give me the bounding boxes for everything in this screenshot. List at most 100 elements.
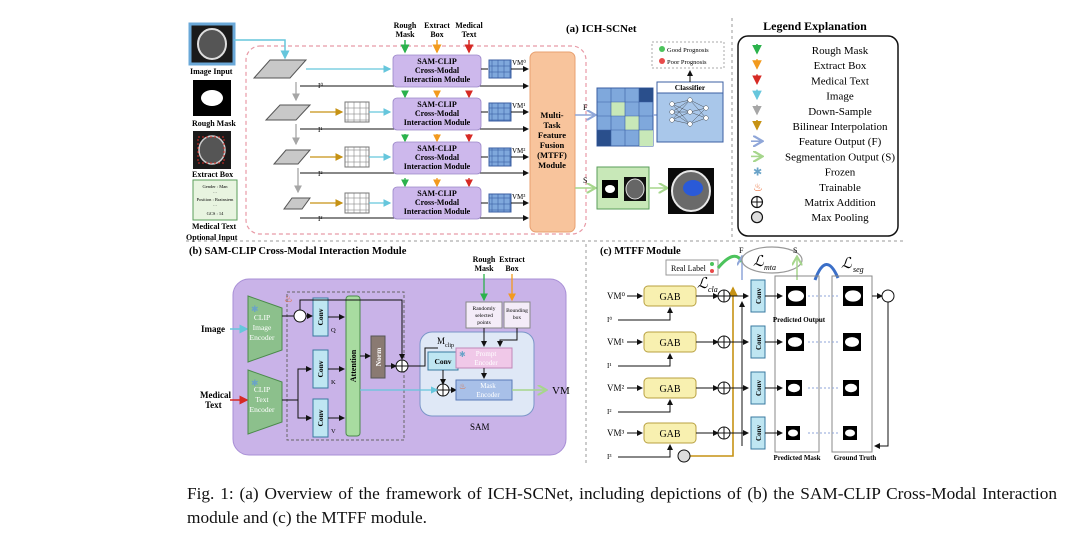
good-prognosis-label: Good Prognosis [667,47,709,54]
flame-icon: ♨ [459,382,466,391]
vm-label-3: VM³ [512,193,525,201]
svg-text:Conv: Conv [316,360,325,377]
panel-c: (c) MTFF Module Real Label ℒ cla F ℒ mta… [600,246,895,463]
snowflake-icon: ✱ [251,304,259,314]
top-input-rough-mask-l1: Rough [394,21,417,30]
svg-text:Image: Image [253,323,272,332]
loss-mta-sub: mta [764,263,776,272]
image-label-b: Image [201,324,225,334]
extract-box-label-b-l1: Extract [499,255,525,264]
figure-caption: Fig. 1: (a) Overview of the framework of… [187,484,1057,527]
clip-text-encoder [247,369,283,435]
extract-box-label: Extract Box [192,170,233,179]
vm-label: VM¹ [607,337,625,347]
snowflake-icon: ✱ [251,378,259,388]
panel-c-title: (c) MTFF Module [600,246,681,257]
svg-text:Text: Text [255,395,269,404]
m-clip-sub: clip [445,343,454,349]
legend-item-label: Trainable [819,182,861,194]
legend-item: Image [752,89,854,103]
extract-box-ct [198,135,226,165]
max-pool-b [293,309,307,323]
svg-text:Conv: Conv [434,357,451,366]
svg-text:Bounding: Bounding [506,308,528,314]
rough-mask-label-b-l1: Rough [473,255,496,264]
loss-mta: ℒ [753,254,765,270]
svg-text:CLIP: CLIP [254,313,270,322]
svg-text:Task: Task [543,120,560,130]
clip-image-encoder [247,295,283,363]
svg-text:Conv: Conv [316,409,325,426]
network-dashed-frame [245,45,587,235]
stage-2: I² SAM-CLIP Cross-Modal Interaction Modu… [272,124,529,178]
svg-text:box: box [513,315,522,321]
i-label: I⁰ [607,316,612,324]
legend-item-label: Extract Box [814,60,867,72]
vm-label-0: VM⁰ [512,59,526,67]
gab-label: GAB [659,429,680,440]
panel-a-title: (a) ICH-SCNet [566,23,637,35]
svg-text:SAM-CLIP: SAM-CLIP [417,57,457,66]
i-label-3: I³ [318,215,322,223]
q-label: Q [331,327,336,334]
text-card-line-4: GCS : 14 [207,211,225,216]
vm-label: VM³ [607,428,625,438]
conv-label: Conv [755,288,763,304]
i-label-1: I¹ [318,126,322,134]
gab-label: GAB [659,292,680,303]
ground-truth-column [831,275,873,453]
legend-item: Matrix Addition [750,195,876,209]
top-input-extract-box-l1: Extract [424,21,450,30]
legend-item-label: Matrix Addition [804,197,876,209]
top-input-medical-text-l1: Medical [455,21,483,30]
conv-label: Conv [755,380,763,396]
norm-block [370,335,386,379]
svg-text:SAM-CLIP: SAM-CLIP [417,100,457,109]
stage-0: I⁰ SAM-CLIP Cross-Modal Interaction Modu… [252,54,529,90]
legend-item: Rough Mask [752,44,869,57]
legend-item: Medical Text [752,74,869,87]
vm-grid-3 [488,193,512,213]
panel-a: (a) ICH-SCNet Image Input Rough Mask Ext… [186,18,733,242]
gab-label: GAB [659,338,680,349]
legend-item-label: Segmentation Output (S) [785,151,895,163]
svg-text:Encoder: Encoder [476,391,500,399]
legend-item-label: Bilinear Interpolation [793,121,888,133]
flame-icon: ♨ [753,182,763,194]
vm-grid-1 [488,102,512,122]
text-card-line-2: Position : Brainstem [197,197,234,202]
image-input-label: Image Input [190,67,233,76]
text-card-line-0: Gender : Man [203,184,229,189]
mtff-module-label: Multi- Task Feature Fusion (MTFF) Module [537,110,567,170]
legend-item: Max Pooling [750,211,869,224]
loss-seg-sub: seg [853,265,864,274]
i-label-2: I² [318,170,322,178]
legend-item: Extract Box [752,59,867,72]
vm-grid-2 [488,147,512,167]
vm-label-1: VM¹ [512,102,525,110]
interp-grid-1 [344,101,370,123]
rough-mask-blob [201,90,223,106]
random-points-box [465,301,503,329]
legend-item-label: Frozen [825,167,856,179]
svg-text:points: points [477,320,490,326]
real-label-text: Real Label [671,264,707,273]
svg-text:SAM-CLIP: SAM-CLIP [417,189,457,198]
legend-box [737,35,899,237]
vm-label: VM² [607,383,625,393]
s-label-c: S [793,246,797,255]
i-label: I¹ [607,362,611,370]
legend-item-label: Max Pooling [811,212,869,224]
legend-item: Feature Output (F) [751,136,882,148]
svg-text:Cross-Modal: Cross-Modal [415,66,460,75]
attention-label: Attention [349,349,358,382]
m-clip-label: M [437,336,445,346]
medical-text-label: Medical Text [192,222,237,231]
top-input-medical-text-l2: Text [462,30,477,39]
rough-mask-label-b-l2: Mask [474,264,494,273]
poor-prognosis-label: Poor Prognosis [667,59,707,66]
legend-item: ♨ Trainable [753,182,861,194]
loss-cla: ℒ [697,276,709,292]
